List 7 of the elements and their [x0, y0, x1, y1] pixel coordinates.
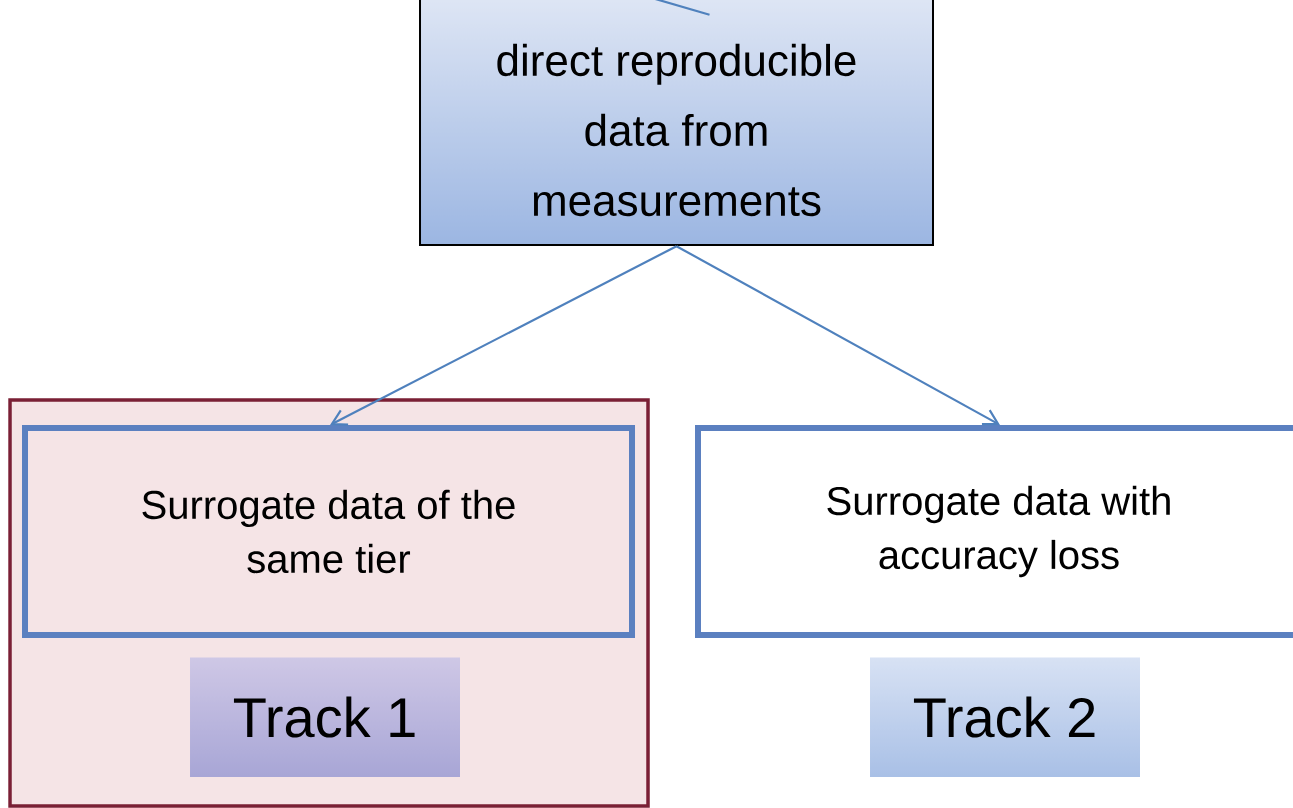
arrow: [330, 245, 677, 426]
track-label: Track 1: [233, 696, 415, 738]
process-box: Surrogate data with accuracy loss: [695, 425, 1293, 638]
track-label: Track 2: [913, 696, 1095, 738]
process-box: Surrogate data of the same tier: [22, 425, 635, 638]
process-box: direct reproducible data from measurements: [419, 0, 934, 246]
arrow: [675, 245, 1000, 426]
